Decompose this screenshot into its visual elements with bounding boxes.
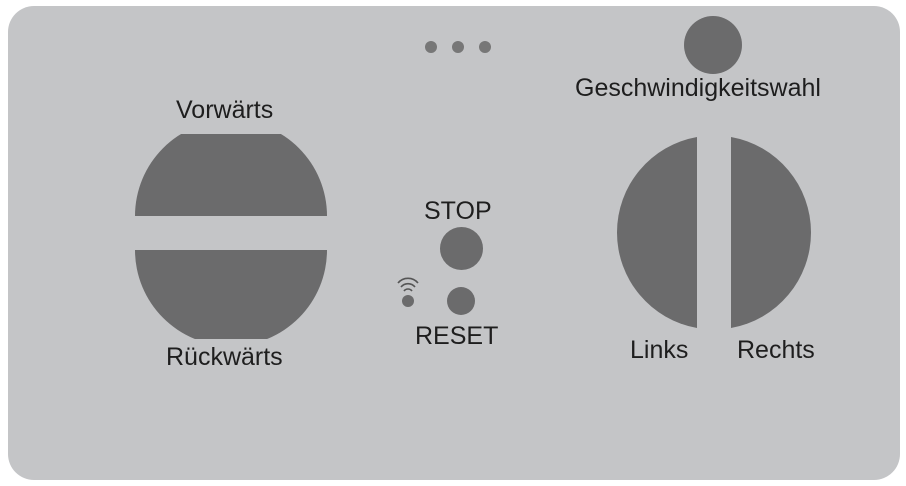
forward-button[interactable] bbox=[133, 134, 329, 218]
speed-select-label: Geschwindigkeitswahl bbox=[575, 74, 821, 102]
speed-select-button[interactable] bbox=[684, 16, 742, 74]
left-label: Links bbox=[630, 336, 689, 364]
forward-label: Vorwärts bbox=[176, 96, 274, 124]
indicator-led bbox=[479, 41, 491, 53]
reset-label: RESET bbox=[415, 322, 499, 350]
backward-label: Rückwärts bbox=[166, 343, 283, 371]
reset-button[interactable] bbox=[447, 287, 475, 315]
left-button[interactable] bbox=[607, 135, 699, 330]
backward-button[interactable] bbox=[133, 249, 329, 339]
stop-label: STOP bbox=[424, 197, 492, 225]
right-button[interactable] bbox=[729, 135, 824, 330]
right-label: Rechts bbox=[737, 336, 815, 364]
stop-button[interactable] bbox=[440, 227, 483, 270]
indicator-led bbox=[425, 41, 437, 53]
wifi-signal-icon bbox=[394, 275, 422, 307]
indicator-led bbox=[452, 41, 464, 53]
